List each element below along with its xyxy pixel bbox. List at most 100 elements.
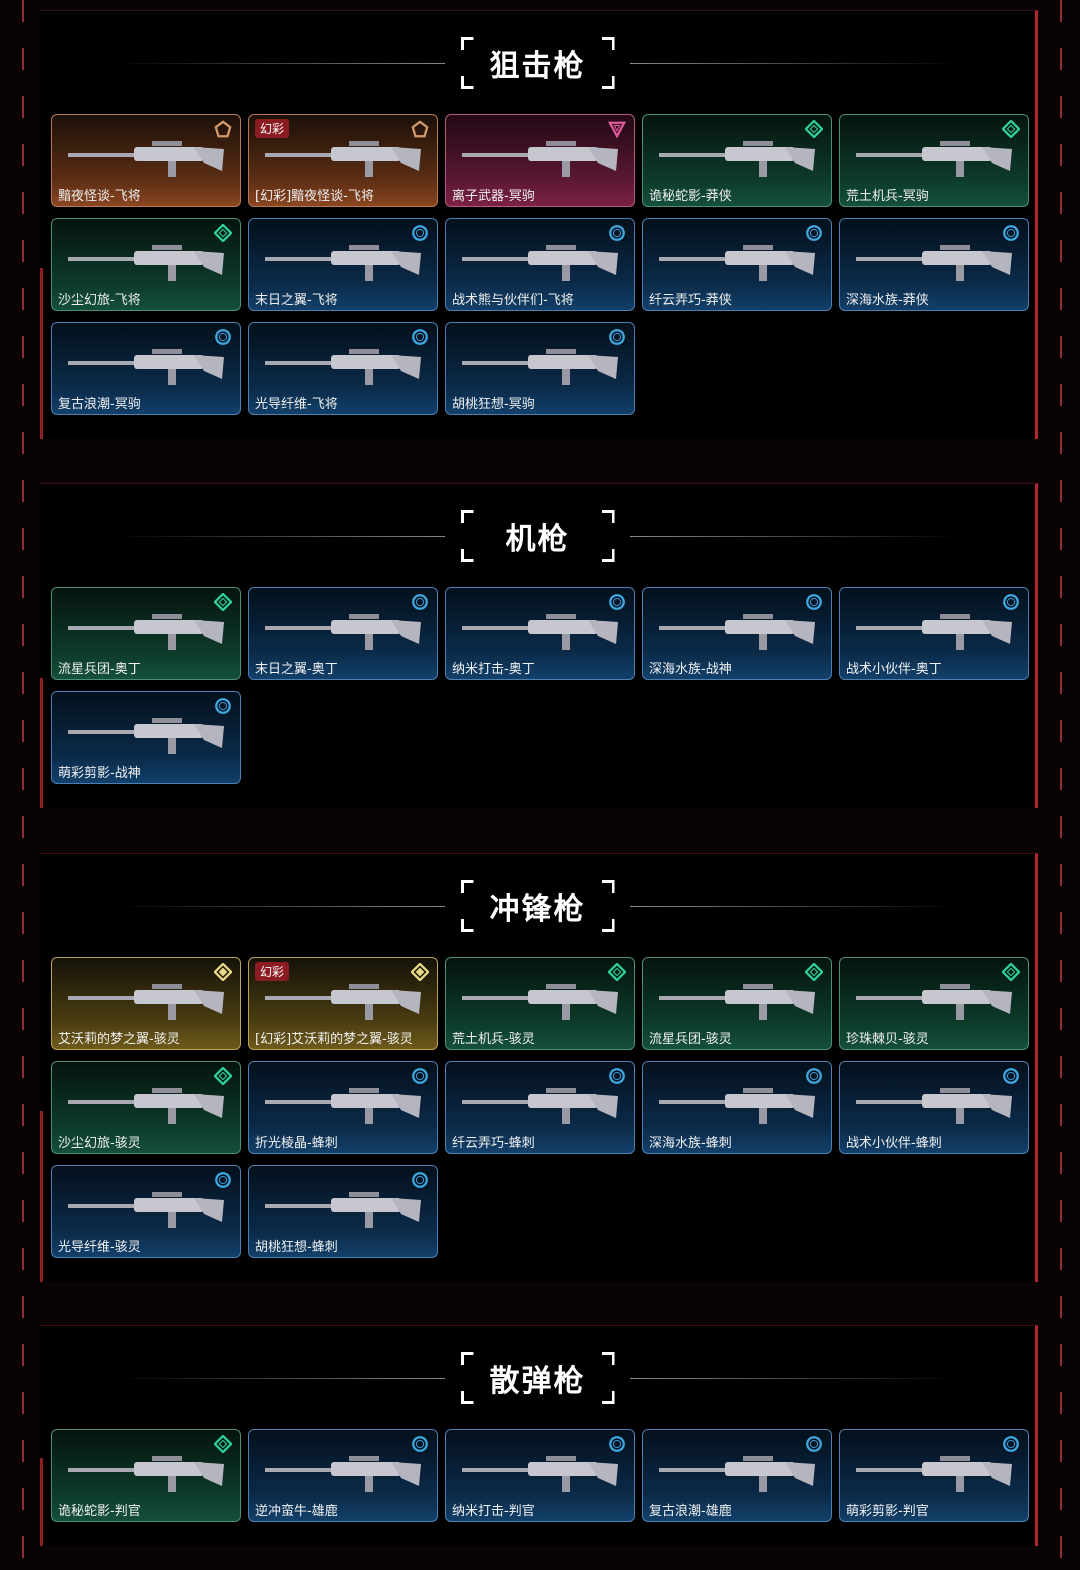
skin-card[interactable]: 深海水族-蜂刺 bbox=[642, 1061, 832, 1154]
skin-card[interactable]: 萌彩剪影-战神 bbox=[51, 691, 241, 784]
skin-card[interactable]: 珍珠棘贝-骇灵 bbox=[839, 957, 1029, 1050]
skin-card[interactable]: 离子武器-冥驹 bbox=[445, 114, 635, 207]
weapon-image bbox=[458, 341, 623, 393]
skin-grid: 黯夜怪谈-飞将 幻彩 [幻彩]黯夜怪谈-飞将 离子武器-冥驹 诡秘蛇影-莽侠 荒… bbox=[51, 114, 1035, 415]
weapon-image bbox=[261, 1184, 426, 1236]
decor-line-right bbox=[1060, 0, 1062, 1570]
skin-card[interactable]: 黯夜怪谈-飞将 bbox=[51, 114, 241, 207]
section-title: 机枪 bbox=[505, 522, 570, 557]
weapon-image bbox=[261, 341, 426, 393]
rarity-blue-icon bbox=[608, 593, 626, 611]
weapon-image bbox=[655, 1448, 820, 1500]
skin-card[interactable]: 荒土机兵-冥驹 bbox=[839, 114, 1029, 207]
weapon-image bbox=[261, 133, 426, 185]
skin-name: 光导纤维-骇灵 bbox=[58, 1240, 141, 1255]
skin-name: 战术小伙伴-蜂刺 bbox=[846, 1136, 942, 1151]
skin-card[interactable]: 深海水族-莽侠 bbox=[839, 218, 1029, 311]
skin-card[interactable]: 流星兵团-奥丁 bbox=[51, 587, 241, 680]
weapon-image bbox=[64, 1184, 229, 1236]
skin-name: 纳米打击-判官 bbox=[452, 1504, 535, 1519]
section-title: 冲锋枪 bbox=[489, 892, 586, 927]
skin-card[interactable]: 诡秘蛇影-判官 bbox=[51, 1429, 241, 1522]
skin-card[interactable]: 幻彩 [幻彩]艾沃莉的梦之翼-骇灵 bbox=[248, 957, 438, 1050]
rarity-blue-icon bbox=[805, 1435, 823, 1453]
skin-card[interactable]: 沙尘幻旅-飞将 bbox=[51, 218, 241, 311]
skin-card[interactable]: 深海水族-战神 bbox=[642, 587, 832, 680]
rarity-blue-icon bbox=[214, 1171, 232, 1189]
weapon-image bbox=[261, 1448, 426, 1500]
skin-name: 沙尘幻旅-骇灵 bbox=[58, 1136, 141, 1151]
skin-card[interactable]: 纤云弄巧-莽侠 bbox=[642, 218, 832, 311]
skin-name: 荒土机兵-骇灵 bbox=[452, 1032, 535, 1047]
weapon-image bbox=[458, 133, 623, 185]
skin-card[interactable]: 光导纤维-骇灵 bbox=[51, 1165, 241, 1258]
weapon-image bbox=[852, 606, 1017, 658]
skin-name: 深海水族-蜂刺 bbox=[649, 1136, 732, 1151]
weapon-image bbox=[852, 976, 1017, 1028]
skin-card[interactable]: 艾沃莉的梦之翼-骇灵 bbox=[51, 957, 241, 1050]
skin-name: 诡秘蛇影-判官 bbox=[58, 1504, 141, 1519]
rarity-green-icon bbox=[804, 119, 824, 139]
divider bbox=[630, 906, 960, 907]
skin-card[interactable]: 复古浪潮-雄鹿 bbox=[642, 1429, 832, 1522]
skin-name: 艾沃莉的梦之翼-骇灵 bbox=[58, 1032, 180, 1047]
section-header: 散弹枪 bbox=[40, 1352, 1035, 1404]
weapon-image bbox=[64, 237, 229, 289]
skin-card[interactable]: 纳米打击-判官 bbox=[445, 1429, 635, 1522]
skin-name: 纤云弄巧-蜂刺 bbox=[452, 1136, 535, 1151]
skin-card[interactable]: 萌彩剪影-判官 bbox=[839, 1429, 1029, 1522]
skin-card[interactable]: 幻彩 [幻彩]黯夜怪谈-飞将 bbox=[248, 114, 438, 207]
skin-card[interactable]: 胡桃狂想-蜂刺 bbox=[248, 1165, 438, 1258]
weapon-image bbox=[64, 341, 229, 393]
skin-card[interactable]: 战术小伙伴-蜂刺 bbox=[839, 1061, 1029, 1154]
rarity-orange-icon bbox=[411, 120, 429, 138]
rarity-green-icon bbox=[1001, 119, 1021, 139]
weapon-image bbox=[852, 1448, 1017, 1500]
skin-name: 复古浪潮-雄鹿 bbox=[649, 1504, 732, 1519]
weapon-image bbox=[852, 237, 1017, 289]
skin-name: 战术熊与伙伴们-飞将 bbox=[452, 293, 574, 308]
decor-line-left bbox=[22, 0, 24, 1570]
skin-card[interactable]: 荒土机兵-骇灵 bbox=[445, 957, 635, 1050]
skin-card[interactable]: 末日之翼-飞将 bbox=[248, 218, 438, 311]
rarity-blue-icon bbox=[805, 1067, 823, 1085]
weapon-image bbox=[261, 237, 426, 289]
divider bbox=[630, 63, 960, 64]
section-1: 机枪 流星兵团-奥丁 末日之翼-奥丁 纳米打击-奥丁 深海水族-战神 战术小伙伴… bbox=[40, 483, 1038, 808]
rarity-green-icon bbox=[607, 962, 627, 982]
section-3: 散弹枪 诡秘蛇影-判官 逆冲蛮牛-雄鹿 纳米打击-判官 复古浪潮-雄鹿 萌彩剪影… bbox=[40, 1325, 1038, 1546]
skin-card[interactable]: 流星兵团-骇灵 bbox=[642, 957, 832, 1050]
skin-card[interactable]: 折光棱晶-蜂刺 bbox=[248, 1061, 438, 1154]
skin-card[interactable]: 逆冲蛮牛-雄鹿 bbox=[248, 1429, 438, 1522]
rarity-green-icon bbox=[213, 223, 233, 243]
skin-card[interactable]: 战术小伙伴-奥丁 bbox=[839, 587, 1029, 680]
rarity-green-icon bbox=[804, 962, 824, 982]
skin-name: 末日之翼-奥丁 bbox=[255, 662, 338, 677]
skin-name: 萌彩剪影-判官 bbox=[846, 1504, 929, 1519]
section-2: 冲锋枪 艾沃莉的梦之翼-骇灵 幻彩 [幻彩]艾沃莉的梦之翼-骇灵 荒土机兵-骇灵… bbox=[40, 853, 1038, 1282]
weapon-image bbox=[261, 1080, 426, 1132]
skin-card[interactable]: 胡桃狂想-冥驹 bbox=[445, 322, 635, 415]
weapon-image bbox=[458, 237, 623, 289]
skin-card[interactable]: 纤云弄巧-蜂刺 bbox=[445, 1061, 635, 1154]
weapon-image bbox=[458, 1080, 623, 1132]
section-header: 冲锋枪 bbox=[40, 880, 1035, 932]
skin-card[interactable]: 纳米打击-奥丁 bbox=[445, 587, 635, 680]
skin-card[interactable]: 末日之翼-奥丁 bbox=[248, 587, 438, 680]
weapon-image bbox=[458, 1448, 623, 1500]
rarity-blue-icon bbox=[1002, 593, 1020, 611]
weapon-image bbox=[852, 1080, 1017, 1132]
skin-grid: 流星兵团-奥丁 末日之翼-奥丁 纳米打击-奥丁 深海水族-战神 战术小伙伴-奥丁… bbox=[51, 587, 1035, 784]
rarity-blue-icon bbox=[1002, 224, 1020, 242]
skin-card[interactable]: 复古浪潮-冥驹 bbox=[51, 322, 241, 415]
divider bbox=[115, 906, 445, 907]
rarity-blue-icon bbox=[411, 328, 429, 346]
skin-name: 逆冲蛮牛-雄鹿 bbox=[255, 1504, 338, 1519]
skin-card[interactable]: 光导纤维-飞将 bbox=[248, 322, 438, 415]
skin-card[interactable]: 战术熊与伙伴们-飞将 bbox=[445, 218, 635, 311]
weapon-image bbox=[655, 976, 820, 1028]
skin-card[interactable]: 沙尘幻旅-骇灵 bbox=[51, 1061, 241, 1154]
title-bracket: 狙击枪 bbox=[461, 37, 615, 89]
rarity-blue-icon bbox=[411, 593, 429, 611]
skin-card[interactable]: 诡秘蛇影-莽侠 bbox=[642, 114, 832, 207]
